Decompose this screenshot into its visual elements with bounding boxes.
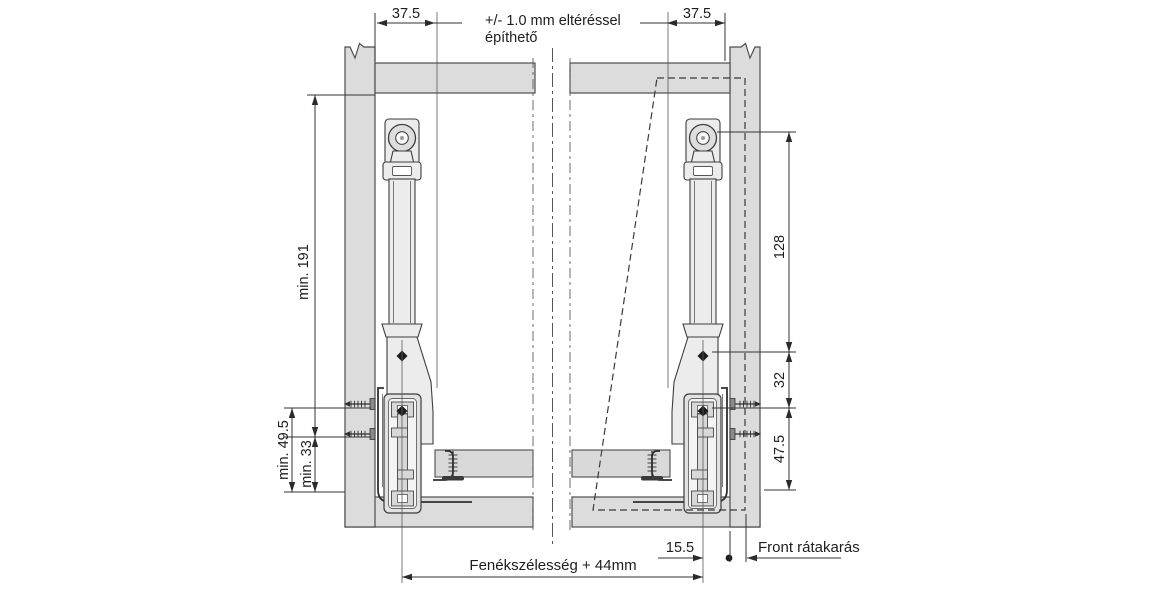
cabinet-side-panel <box>344 42 376 528</box>
rear-bracket-roller-unit <box>382 118 422 181</box>
dim-47-5-label: 47.5 <box>772 435 788 463</box>
dim-min-49-5-label: min. 49.5 <box>276 420 292 480</box>
front-overlay-label: Front rátakarás <box>758 539 860 556</box>
front-panel-dashed-outline <box>592 77 746 511</box>
dimension-dot-terminator <box>725 554 733 562</box>
rail-mounting-screw-upper <box>344 398 376 410</box>
rear-bracket-vertical-bar <box>381 178 423 338</box>
dim-min-33-label: min. 33 <box>299 440 315 488</box>
dim-min-191-label: min. 191 <box>296 244 312 300</box>
top-rail-panel <box>374 62 536 94</box>
dim-top-right-label: 37.5 <box>683 6 711 22</box>
dimension-annotations <box>284 12 841 583</box>
slide-rail-cross-section <box>383 393 422 514</box>
tolerance-note-line2: építhető <box>485 30 537 46</box>
dim-15-5-label: 15.5 <box>666 540 694 556</box>
dim-128-label: 128 <box>772 235 788 259</box>
dim-top-left-label: 37.5 <box>392 6 420 22</box>
drawer-bottom-panel <box>434 449 534 478</box>
dim-32-label: 32 <box>772 372 788 388</box>
cabinet-and-slide-structure-left <box>344 42 536 528</box>
rail-mounting-screw-lower <box>344 428 376 440</box>
cabinet-and-slide-structure-right <box>569 42 762 528</box>
drawer-bottom-screw <box>442 451 464 481</box>
bottom-width-formula-label: Fenékszélesség + 44mm <box>469 557 636 574</box>
tolerance-note-line1: +/- 1.0 mm eltéréssel <box>485 13 621 29</box>
